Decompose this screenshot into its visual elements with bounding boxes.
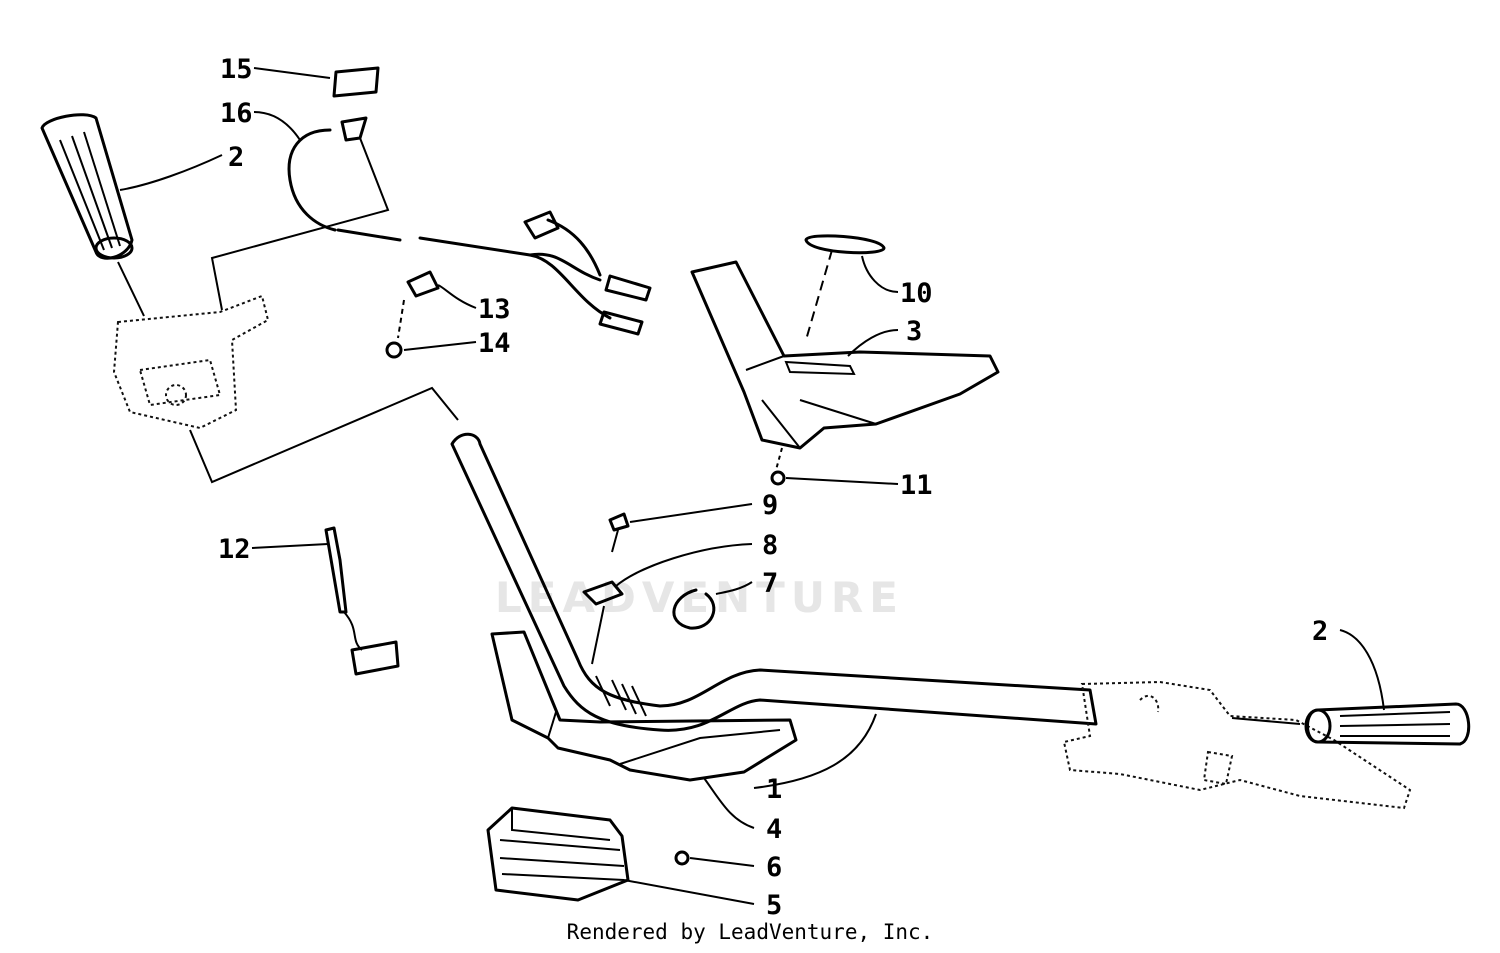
part-7-clip	[672, 588, 716, 630]
callout-10: 10	[900, 278, 933, 309]
callout-5: 5	[766, 890, 782, 921]
leader-lines	[119, 67, 1385, 905]
callout-3: 3	[906, 316, 922, 347]
part-16-cable	[210, 116, 532, 311]
part-4-bracket	[490, 630, 798, 782]
watermark: LEADVENTURE	[495, 573, 904, 622]
callout-8: 8	[762, 530, 778, 561]
callout-7: 7	[762, 568, 778, 599]
part-2-right-grip	[1231, 702, 1471, 746]
part-8-clamp	[582, 580, 624, 665]
part-5-block	[486, 806, 630, 902]
part-6-bolt	[674, 850, 690, 866]
callout-15: 15	[220, 54, 253, 85]
part-13-switch	[397, 270, 440, 339]
part-12-switch	[324, 526, 400, 676]
part-11-nut	[770, 470, 786, 486]
part-14-screw	[385, 341, 403, 359]
left-control-housing	[112, 294, 459, 484]
callout-11: 11	[900, 470, 933, 501]
part-2-left-grip	[40, 113, 145, 317]
callout-4: 4	[766, 814, 782, 845]
callout-2-left: 2	[228, 142, 244, 173]
callout-2-right: 2	[1312, 616, 1328, 647]
callout-6: 6	[766, 852, 782, 883]
credit-text: Rendered by LeadVenture, Inc.	[566, 920, 934, 944]
part-10-cap	[804, 234, 886, 341]
callout-1: 1	[766, 774, 782, 805]
right-control-housing	[1062, 680, 1412, 810]
callout-14: 14	[478, 328, 511, 359]
callout-16: 16	[220, 98, 253, 129]
callouts: 15 16 2 13 14 10 3 11 9 8 7 12 2 1 4 6 5	[218, 54, 1328, 921]
callout-12: 12	[218, 534, 251, 565]
callout-13: 13	[478, 294, 511, 325]
part-1-handlebar	[450, 432, 1098, 732]
callout-9: 9	[762, 490, 778, 521]
wire-harness	[523, 210, 652, 336]
part-3-top-cover	[690, 260, 1000, 471]
part-9-bolt	[608, 512, 630, 553]
part-15-pad	[332, 66, 380, 98]
